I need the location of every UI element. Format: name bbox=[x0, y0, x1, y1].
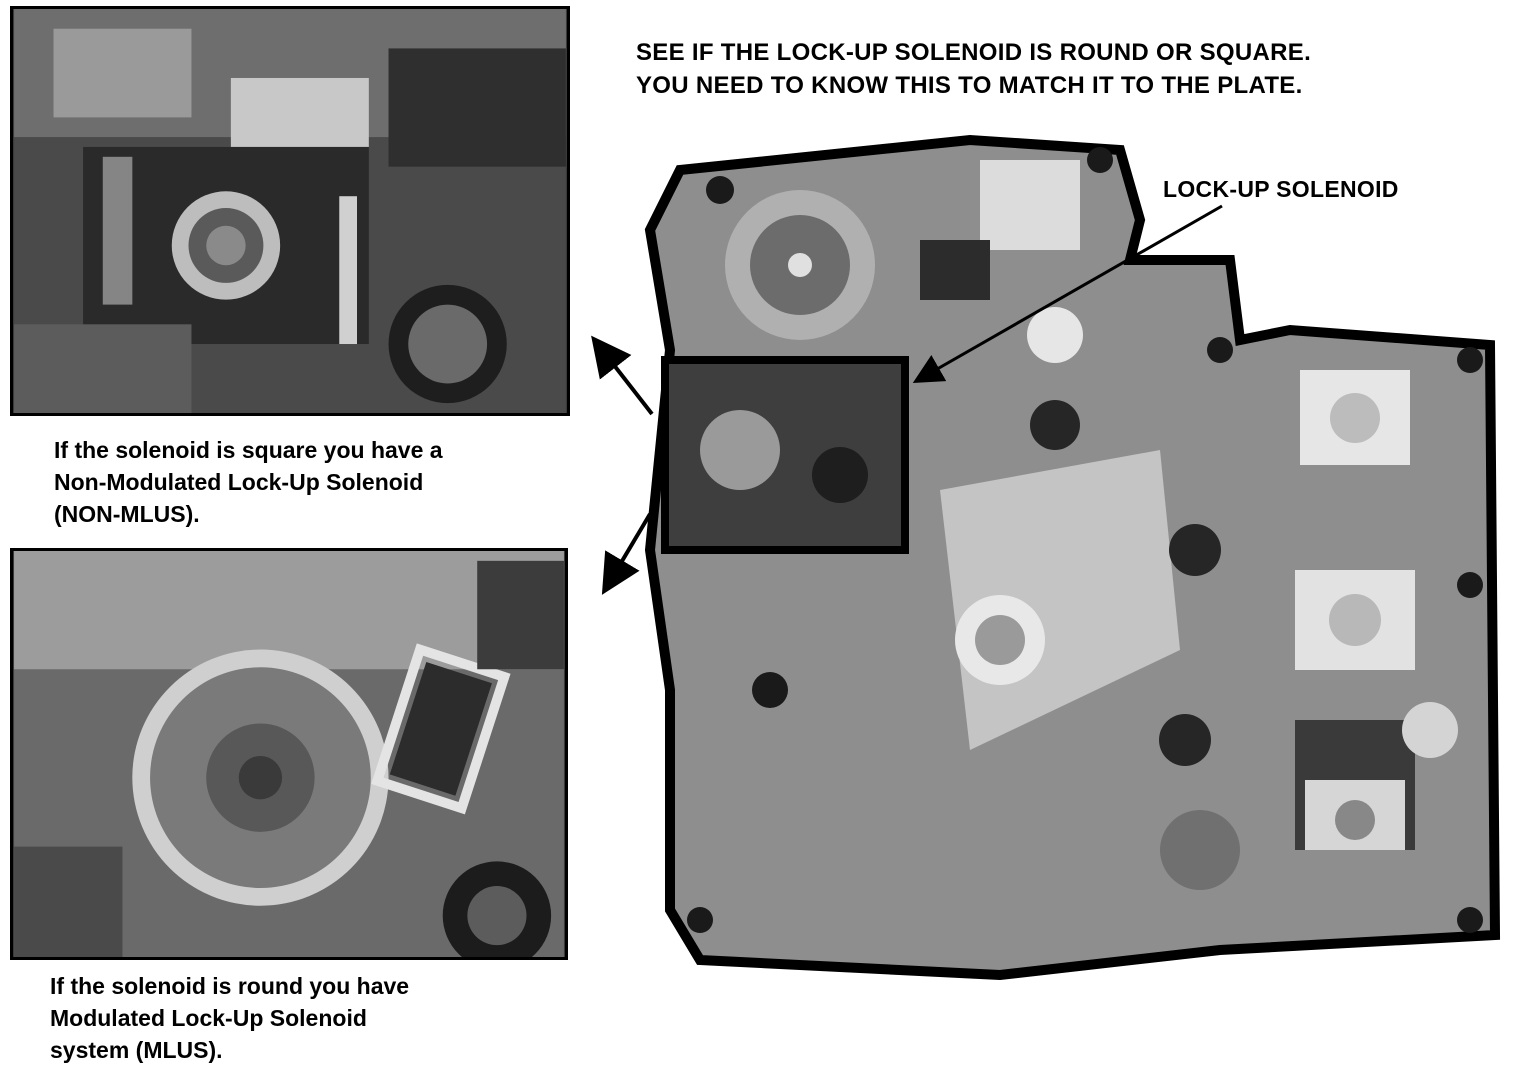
valve-body-illustration bbox=[644, 134, 1501, 980]
caption-round-line2: Modulated Lock-Up Solenoid bbox=[50, 1005, 367, 1031]
photo-round-solenoid bbox=[10, 548, 568, 960]
square-solenoid-illustration bbox=[14, 9, 566, 413]
round-solenoid-illustration bbox=[14, 551, 564, 957]
caption-square-line2: Non-Modulated Lock-Up Solenoid bbox=[54, 469, 424, 495]
instruction-line1: SEE IF THE LOCK-UP SOLENOID IS ROUND OR … bbox=[636, 39, 1312, 66]
caption-square-line3: (NON-MLUS). bbox=[54, 501, 200, 527]
instruction-text: SEE IF THE LOCK-UP SOLENOID IS ROUND OR … bbox=[636, 36, 1506, 102]
caption-square-solenoid: If the solenoid is square you have a Non… bbox=[54, 434, 574, 530]
lock-up-solenoid-label: LOCK-UP SOLENOID bbox=[1163, 176, 1399, 202]
caption-round-line3: system (MLUS). bbox=[50, 1037, 223, 1063]
photo-square-solenoid bbox=[10, 6, 570, 416]
caption-round-line1: If the solenoid is round you have bbox=[50, 973, 410, 999]
caption-round-solenoid: If the solenoid is round you have Modula… bbox=[50, 970, 570, 1066]
caption-square-line1: If the solenoid is square you have a bbox=[54, 437, 443, 463]
valve-body-photo bbox=[640, 130, 1510, 980]
instruction-line2: YOU NEED TO KNOW THIS TO MATCH IT TO THE… bbox=[636, 72, 1303, 99]
